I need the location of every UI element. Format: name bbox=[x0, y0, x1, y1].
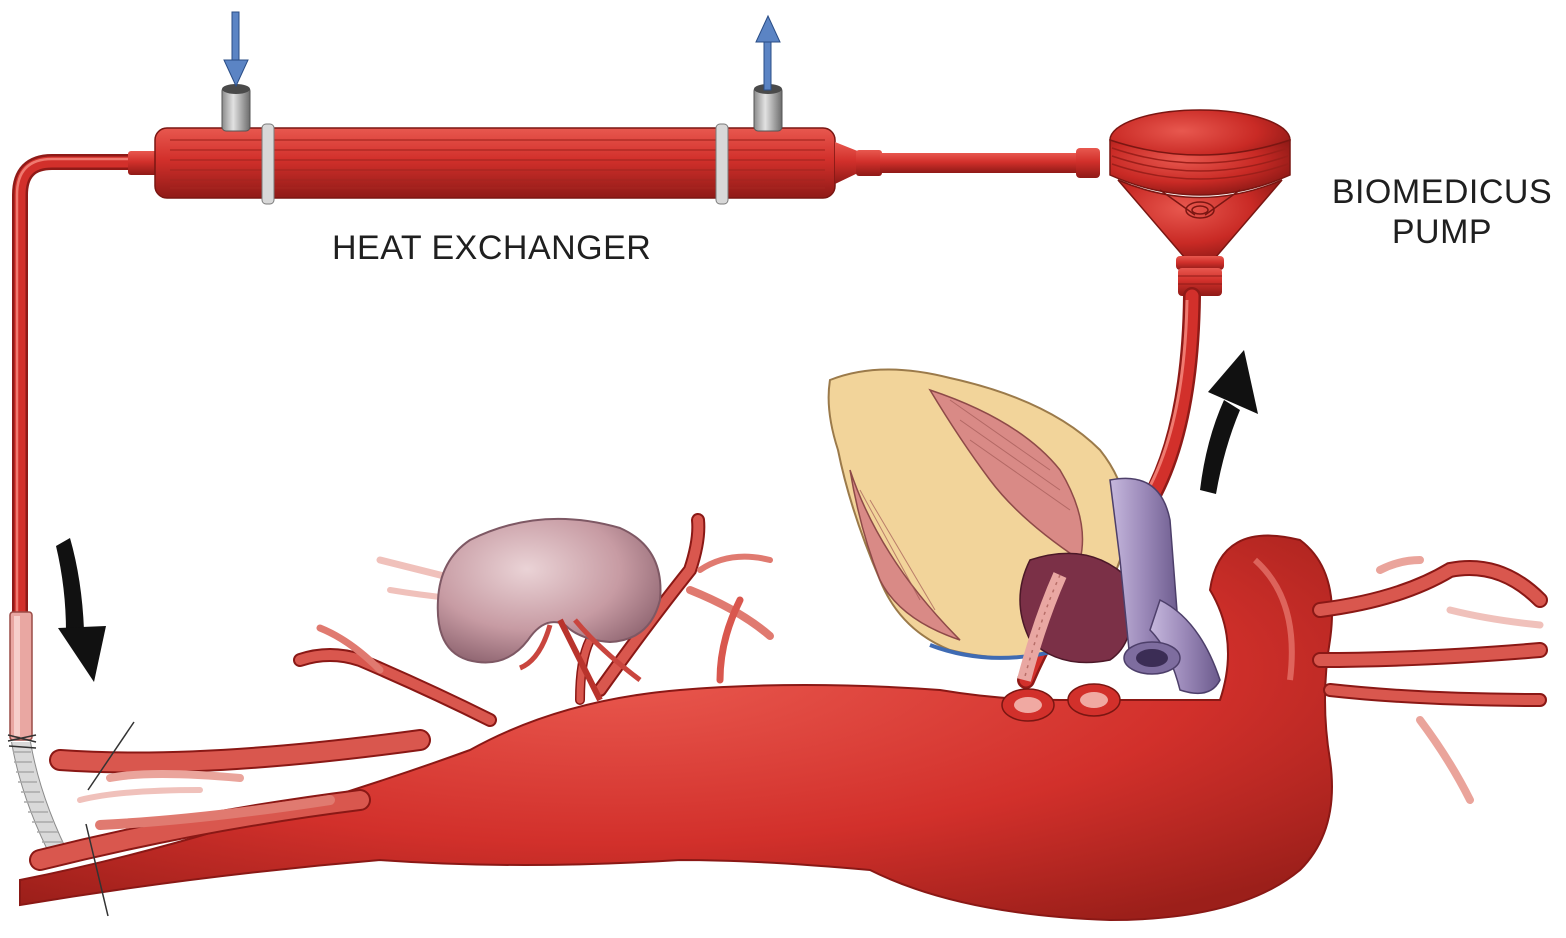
pump-label-line1: BIOMEDICUS bbox=[1322, 172, 1562, 212]
coolant-outlet-port bbox=[754, 84, 782, 131]
arrow-down-icon bbox=[224, 12, 248, 86]
pump-inflow-tubing bbox=[880, 148, 1100, 178]
curved-arrow-down-icon bbox=[56, 538, 106, 682]
curved-arrow-up-icon bbox=[1200, 350, 1258, 494]
femoral-cannula bbox=[8, 612, 72, 862]
arch-branches bbox=[1320, 560, 1540, 800]
heat-exchanger bbox=[128, 124, 882, 204]
pump-label: BIOMEDICUS PUMP bbox=[1322, 172, 1562, 252]
arrow-up-icon bbox=[756, 16, 780, 90]
return-tubing bbox=[17, 159, 150, 620]
heart bbox=[829, 369, 1133, 662]
kidney bbox=[438, 519, 661, 700]
coolant-inlet-port bbox=[222, 84, 250, 131]
pump-label-line2: PUMP bbox=[1322, 212, 1562, 252]
heat-exchanger-label: HEAT EXCHANGER bbox=[332, 228, 651, 268]
biomedicus-pump bbox=[1110, 110, 1290, 296]
pulmonary-veins bbox=[1110, 478, 1220, 693]
